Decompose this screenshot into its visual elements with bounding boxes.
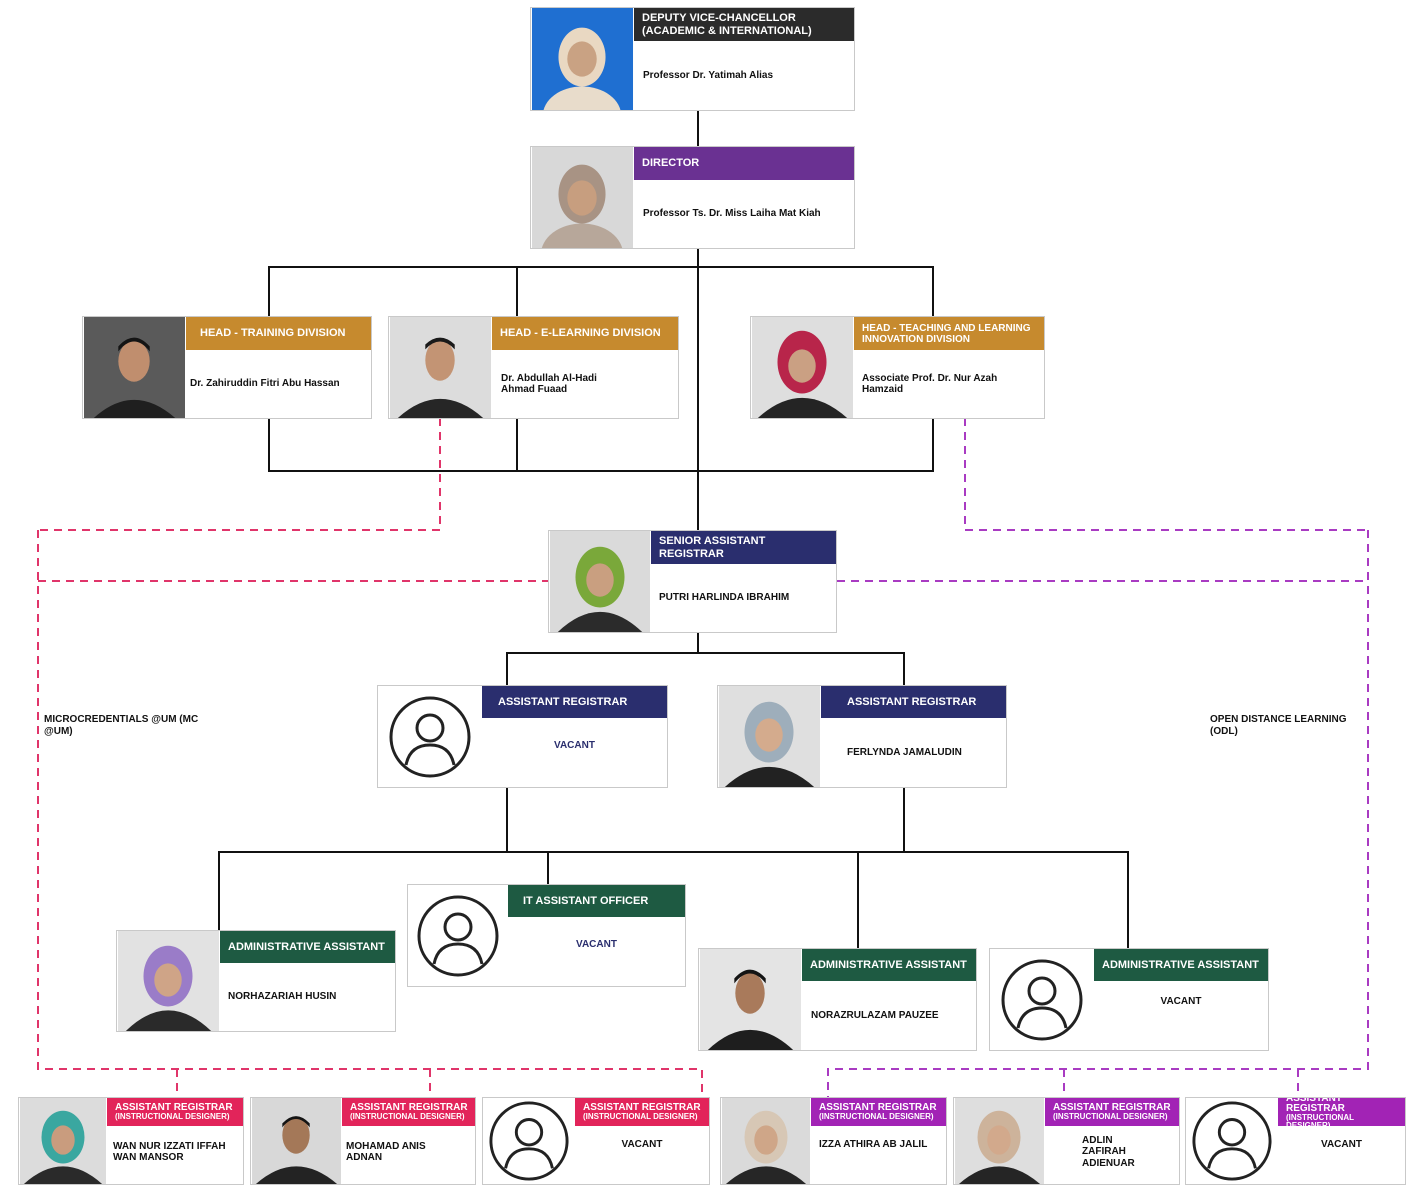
norazrulazam-title: ADMINISTRATIVE ASSISTANT (802, 949, 976, 981)
norazrulazam-photo (699, 949, 802, 1050)
head-tl-photo (751, 317, 854, 418)
admin-norhazariah-card: ADMINISTRATIVE ASSISTANT NORHAZARIAH HUS… (116, 930, 396, 1032)
vacant-person-icon (378, 686, 482, 787)
designer-3-title: ASSISTANT REGISTRAR (INSTRUCTIONAL DESIG… (575, 1098, 709, 1126)
admin-vacant-name: VACANT (1160, 996, 1202, 1008)
designer-2-title: ASSISTANT REGISTRAR (INSTRUCTIONAL DESIG… (342, 1098, 475, 1126)
senior-registrar-title: SENIOR ASSISTANT REGISTRAR (651, 531, 836, 564)
designer-title-text: ASSISTANT REGISTRAR (1286, 1097, 1345, 1114)
designer-5-name: ADLIN ZAFIRAH ADIENUAR (1082, 1134, 1135, 1169)
it-assistant-title: IT ASSISTANT OFFICER (508, 885, 685, 917)
designer-4-title: ASSISTANT REGISTRAR (INSTRUCTIONAL DESIG… (811, 1098, 946, 1126)
designer-5-title: ASSISTANT REGISTRAR (INSTRUCTIONAL DESIG… (1045, 1098, 1179, 1126)
designer-card-5: ASSISTANT REGISTRAR (INSTRUCTIONAL DESIG… (953, 1097, 1180, 1185)
designer-card-1: ASSISTANT REGISTRAR (INSTRUCTIONAL DESIG… (18, 1097, 244, 1185)
head-training-card: HEAD - TRAINING DIVISION Dr. Zahiruddin … (82, 316, 372, 419)
head-training-title: HEAD - TRAINING DIVISION (186, 317, 371, 350)
ferlynda-photo (718, 686, 821, 787)
head-elearning-card: HEAD - E-LEARNING DIVISION Dr. Abdullah … (388, 316, 679, 419)
designer-subtitle-text: (INSTRUCTIONAL DESIGNER) (350, 1112, 465, 1121)
admin-vacant-title: ADMINISTRATIVE ASSISTANT (1094, 949, 1268, 981)
designer-title-text: ASSISTANT REGISTRAR (583, 1102, 701, 1113)
admin-vacant-card: ADMINISTRATIVE ASSISTANT VACANT (989, 948, 1269, 1051)
head-training-photo (83, 317, 186, 418)
designer-card-2: ASSISTANT REGISTRAR (INSTRUCTIONAL DESIG… (250, 1097, 476, 1185)
designer-4-name: IZZA ATHIRA AB JALIL (819, 1139, 928, 1151)
designer-2-name: MOHAMAD ANIS ADNAN (346, 1140, 426, 1164)
norazrulazam-name: NORAZRULAZAM PAUZEE (811, 1009, 939, 1021)
designer-subtitle-text: (INSTRUCTIONAL DESIGNER) (1286, 1113, 1354, 1130)
director-photo (531, 147, 634, 248)
designer-subtitle-text: (INSTRUCTIONAL DESIGNER) (819, 1112, 934, 1121)
designer-1-name: WAN NUR IZZATI IFFAH WAN MANSOR (113, 1140, 226, 1164)
it-assistant-card: IT ASSISTANT OFFICER VACANT (407, 884, 686, 987)
director-title: DIRECTOR (634, 147, 854, 180)
designer-title-text: ASSISTANT REGISTRAR (350, 1102, 468, 1113)
director-card: DIRECTOR Professor Ts. Dr. Miss Laiha Ma… (530, 146, 855, 249)
vacant-person-icon (1186, 1098, 1278, 1184)
norhazariah-name: NORHAZARIAH HUSIN (228, 991, 337, 1003)
dvc-photo (531, 8, 634, 110)
assistant-registrar-vacant-card: ASSISTANT REGISTRAR VACANT (377, 685, 668, 788)
designer-card-6: ASSISTANT REGISTRAR (INSTRUCTIONAL DESIG… (1185, 1097, 1406, 1185)
designer-title-text: ASSISTANT REGISTRAR (1053, 1102, 1171, 1113)
director-name: Professor Ts. Dr. Miss Laiha Mat Kiah (643, 208, 821, 220)
head-elearning-title: HEAD - E-LEARNING DIVISION (492, 317, 678, 350)
designer-subtitle-text: (INSTRUCTIONAL DESIGNER) (115, 1112, 230, 1121)
norhazariah-title: ADMINISTRATIVE ASSISTANT (220, 931, 395, 963)
ferlynda-title: ASSISTANT REGISTRAR (821, 686, 1006, 718)
senior-registrar-card: SENIOR ASSISTANT REGISTRAR PUTRI HARLIND… (548, 530, 837, 633)
vacant-person-icon (408, 885, 508, 986)
it-assistant-name: VACANT (576, 939, 617, 951)
designer-5-photo (954, 1098, 1045, 1184)
designer-6-name: VACANT (1321, 1139, 1362, 1151)
assistant-registrar-ferlynda-card: ASSISTANT REGISTRAR FERLYNDA JAMALUDIN (717, 685, 1007, 788)
head-tl-card: HEAD - TEACHING AND LEARNING INNOVATION … (750, 316, 1045, 419)
designer-subtitle-text: (INSTRUCTIONAL DESIGNER) (583, 1112, 698, 1121)
designer-6-title: ASSISTANT REGISTRAR (INSTRUCTIONAL DESIG… (1278, 1097, 1405, 1130)
designer-4-photo (721, 1098, 811, 1184)
admin-norazrulazam-card: ADMINISTRATIVE ASSISTANT NORAZRULAZAM PA… (698, 948, 977, 1051)
dvc-title: DEPUTY VICE-CHANCELLOR (ACADEMIC & INTER… (634, 8, 854, 41)
dvc-name: Professor Dr. Yatimah Alias (643, 69, 774, 81)
designer-card-4: ASSISTANT REGISTRAR (INSTRUCTIONAL DESIG… (720, 1097, 947, 1185)
head-training-name: Dr. Zahiruddin Fitri Abu Hassan (190, 378, 340, 390)
odl-label: OPEN DISTANCE LEARNING (ODL) (1210, 714, 1347, 737)
assistant-registrar-name: VACANT (554, 740, 595, 752)
designer-subtitle-text: (INSTRUCTIONAL DESIGNER) (1053, 1112, 1168, 1121)
designer-card-3: ASSISTANT REGISTRAR (INSTRUCTIONAL DESIG… (482, 1097, 710, 1185)
designer-2-photo (251, 1098, 342, 1184)
senior-registrar-photo (549, 531, 651, 632)
head-elearning-photo (389, 317, 492, 418)
microcredentials-label: MICROCREDENTIALS @UM (MC @UM) (44, 714, 199, 737)
designer-1-title: ASSISTANT REGISTRAR (INSTRUCTIONAL DESIG… (107, 1098, 243, 1126)
designer-3-name: VACANT (621, 1139, 663, 1151)
ferlynda-name: FERLYNDA JAMALUDIN (847, 746, 962, 758)
designer-1-photo (19, 1098, 107, 1184)
designer-title-text: ASSISTANT REGISTRAR (819, 1102, 937, 1113)
vacant-person-icon (990, 949, 1094, 1050)
assistant-registrar-title: ASSISTANT REGISTRAR (482, 686, 667, 718)
senior-registrar-name: PUTRI HARLINDA IBRAHIM (659, 592, 790, 604)
head-elearning-name: Dr. Abdullah Al-Hadi Ahmad Fuaad (501, 372, 597, 396)
head-tl-title: HEAD - TEACHING AND LEARNING INNOVATION … (854, 317, 1044, 350)
vacant-person-icon (483, 1098, 575, 1184)
head-tl-name: Associate Prof. Dr. Nur Azah Hamzaid (862, 372, 998, 396)
norhazariah-photo (117, 931, 220, 1031)
dvc-card: DEPUTY VICE-CHANCELLOR (ACADEMIC & INTER… (530, 7, 855, 111)
designer-title-text: ASSISTANT REGISTRAR (115, 1102, 233, 1113)
